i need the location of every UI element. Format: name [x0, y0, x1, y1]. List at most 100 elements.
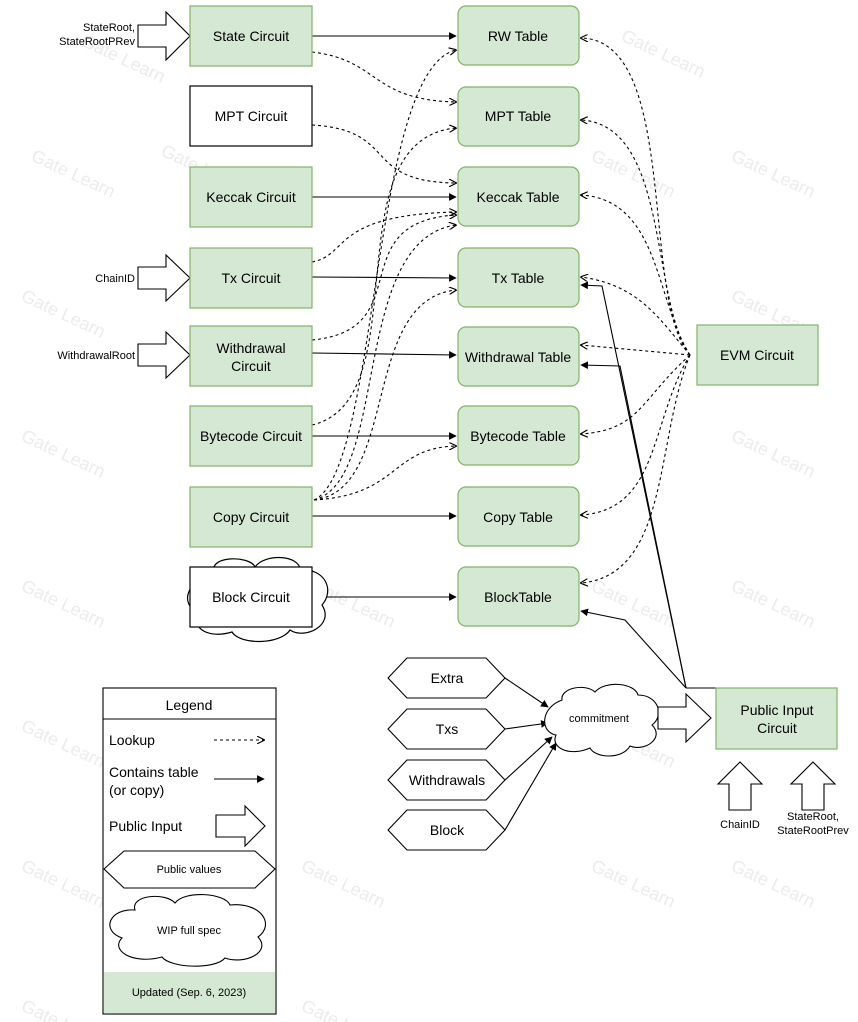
legend-title: Legend: [166, 697, 213, 713]
bytecode-to-mpt-table-lookup: [311, 128, 456, 426]
svg-text:State Circuit: State Circuit: [213, 28, 289, 44]
commitment-to-pi-arrow: [657, 692, 712, 744]
svg-text:ChainID: ChainID: [720, 819, 760, 831]
legend-public-input-label: Public Input: [109, 818, 182, 834]
svg-text:Circuit: Circuit: [757, 720, 797, 736]
svg-text:ChainID: ChainID: [95, 273, 135, 285]
legend-lookup-label: Lookup: [109, 732, 155, 748]
legend: Legend Lookup Contains table (or copy) P…: [102, 687, 277, 1015]
legend-updated-box: [104, 972, 275, 1013]
watermark: Gate Learn: [588, 145, 678, 201]
evm-to-bytecode-table-lookup: [581, 354, 691, 434]
svg-text:WithdrawalRoot: WithdrawalRoot: [57, 350, 135, 362]
public-input-arrow-icon: [215, 804, 266, 848]
svg-text:Tx Circuit: Tx Circuit: [221, 270, 280, 286]
watermark: Gate Learn: [18, 575, 108, 631]
evm-to-keccak-table-lookup: [581, 195, 691, 356]
svg-text:RW Table: RW Table: [488, 28, 548, 44]
extra-to-commitment: [504, 677, 549, 708]
keccak-table: Keccak Table: [457, 166, 580, 227]
svg-text:BlockTable: BlockTable: [484, 589, 552, 605]
svg-text:Bytecode Circuit: Bytecode Circuit: [200, 428, 302, 444]
public-input-arrow-icon: [137, 10, 191, 62]
copy-to-keccak-table-lookup: [313, 225, 456, 501]
watermark: Gate Learn: [618, 25, 708, 81]
evm-to-copy-table-lookup: [581, 354, 691, 515]
block-circuit: Block Circuit: [187, 556, 329, 643]
public-input-arrow-icon: [716, 761, 764, 811]
public-value-withdrawals: Withdrawals: [387, 759, 506, 801]
watermark: Gate Learn: [588, 855, 678, 911]
watermark: Gate Learn: [728, 145, 818, 201]
solid-connectors: [311, 32, 716, 831]
watermark: Gate Learn: [728, 575, 818, 631]
watermark: Gate Learn: [18, 995, 108, 1022]
public-input-circuit: Public Input Circuit: [715, 687, 838, 750]
pi-input-chain-id: ChainID: [716, 761, 764, 831]
withdrawal-circuit: Withdrawal Circuit: [189, 325, 313, 387]
evm-circuit: EVM Circuit: [696, 324, 819, 386]
keccak-circuit: Keccak Circuit: [189, 166, 313, 228]
watermark: Gate Learn: [298, 995, 388, 1022]
withdrawals-to-commitment: [504, 736, 553, 781]
svg-text:Withdrawal: Withdrawal: [216, 340, 285, 356]
copy-to-bytecode-table-lookup: [313, 446, 456, 501]
watermark: Gate Learn: [298, 855, 388, 911]
svg-text:commitment: commitment: [569, 713, 629, 725]
svg-text:StateRootPRev: StateRootPRev: [59, 36, 135, 48]
public-input-arrow-icon: [657, 692, 712, 744]
input-withdrawal-root: WithdrawalRoot: [57, 330, 191, 380]
copy-to-tx-table-lookup: [313, 290, 456, 501]
svg-text:EVM Circuit: EVM Circuit: [720, 347, 794, 363]
svg-text:Withdrawals: Withdrawals: [409, 772, 485, 788]
watermark: Gate Learn: [728, 425, 818, 481]
svg-text:Block Circuit: Block Circuit: [212, 589, 290, 605]
state-to-mpt-table-lookup: [311, 51, 456, 102]
wip-cloud-icon: [109, 893, 266, 967]
txs-to-commitment: [504, 720, 549, 730]
withdrawal-table: Withdrawal Table: [457, 326, 580, 387]
tx-to-keccak-table-lookup: [311, 212, 456, 263]
bytecode-circuit: Bytecode Circuit: [189, 405, 313, 467]
public-input-arrow-icon: [137, 330, 191, 380]
watermark: Gate Learn: [18, 855, 108, 911]
pi-input-state-root: StateRoot, StateRootPrev: [777, 761, 849, 837]
svg-text:Keccak Circuit: Keccak Circuit: [206, 189, 296, 205]
copy-to-rw-table-lookup: [313, 50, 456, 501]
public-value-extra: Extra: [387, 657, 506, 699]
svg-text:Txs: Txs: [436, 721, 459, 737]
svg-text:StateRoot,: StateRoot,: [787, 811, 839, 823]
rw-table: RW Table: [457, 5, 580, 66]
mpt-circuit: MPT Circuit: [189, 85, 313, 147]
bytecode-table: Bytecode Table: [457, 405, 580, 466]
legend-public-values-label: Public values: [157, 864, 222, 876]
svg-text:Withdrawal Table: Withdrawal Table: [465, 349, 572, 365]
svg-text:Copy Table: Copy Table: [483, 509, 553, 525]
block-to-commitment: [504, 742, 557, 831]
legend-updated-label: Updated (Sep. 6, 2023): [132, 987, 246, 999]
pi-to-withdrawal-table-arrow: [580, 361, 687, 689]
pi-to-block-table-arrow: [580, 608, 687, 689]
public-input-arrow-icon: [789, 761, 837, 811]
svg-text:Copy Circuit: Copy Circuit: [213, 509, 289, 525]
watermark: Gate Learn: [18, 425, 108, 481]
svg-text:Circuit: Circuit: [231, 358, 271, 374]
commitment-cloud: commitment: [544, 683, 660, 757]
withdrawal-to-withdrawal-table-arrow: [311, 351, 457, 359]
legend-contains-label: Contains table: [109, 764, 199, 780]
tx-circuit: Tx Circuit: [189, 247, 313, 309]
svg-text:Extra: Extra: [431, 670, 464, 686]
withdrawal-to-keccak-table-lookup: [311, 215, 456, 341]
lookup-connectors: [311, 38, 691, 583]
watermark: Gate Learn: [18, 285, 108, 341]
svg-text:StateRoot,: StateRoot,: [83, 22, 135, 34]
tx-to-tx-table-arrow: [311, 274, 457, 282]
tx-table: Tx Table: [457, 247, 580, 308]
svg-text:Tx Table: Tx Table: [492, 270, 545, 286]
watermark: Gate Learn: [728, 855, 818, 911]
legend-public-values-shape: [103, 850, 276, 889]
watermark: Gate Learn: [28, 145, 118, 201]
svg-text:MPT Circuit: MPT Circuit: [215, 108, 288, 124]
legend-wip-label: WIP full spec: [157, 925, 221, 937]
